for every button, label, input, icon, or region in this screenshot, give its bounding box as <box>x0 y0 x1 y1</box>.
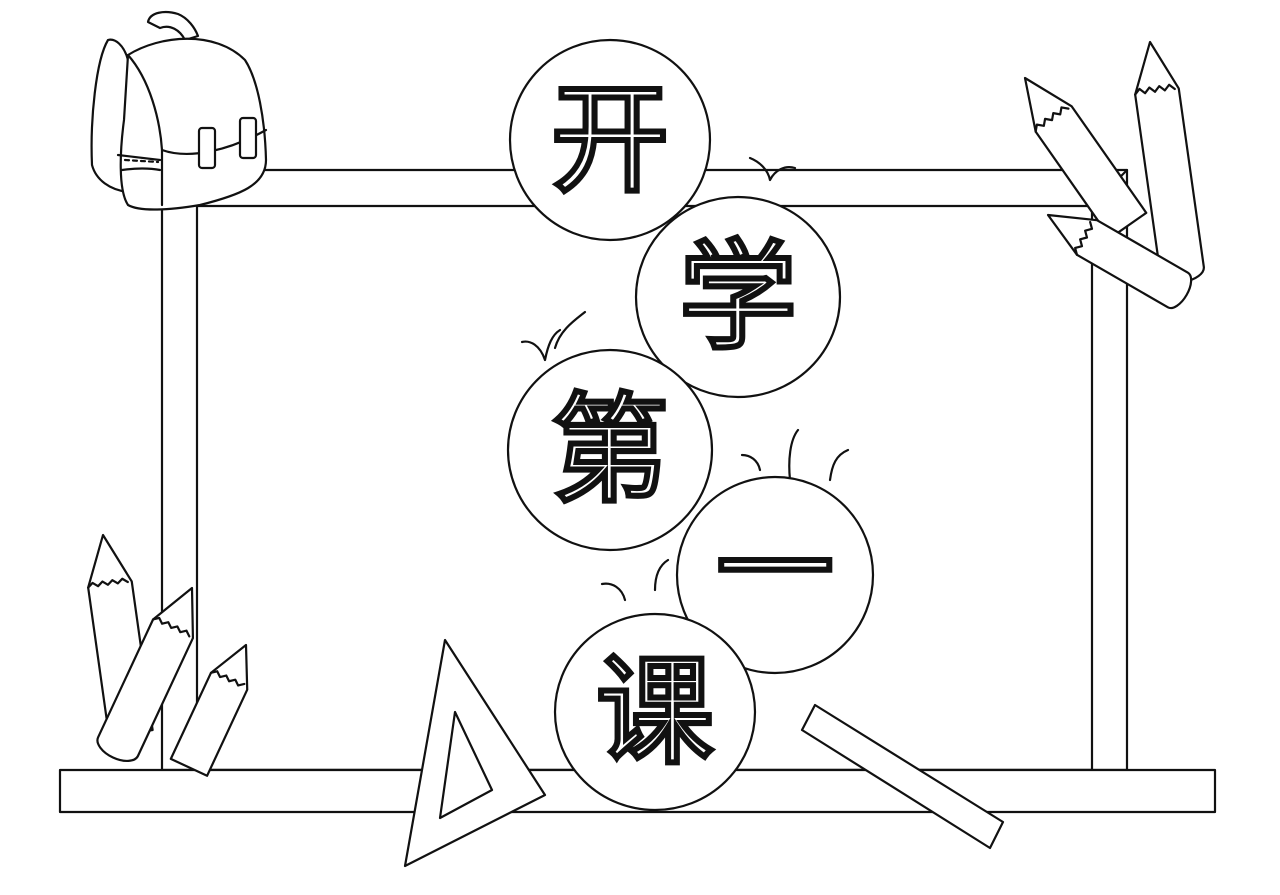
ruler-icon <box>800 703 1005 850</box>
title-circle-ke: 课 <box>553 612 757 812</box>
set-square-icon <box>403 638 547 868</box>
title-char-4: 一 <box>716 501 834 639</box>
backpack-icon <box>90 11 268 211</box>
title-circle-xue: 学 <box>634 195 842 399</box>
title-char-3: 第 <box>551 381 669 519</box>
title-char-5: 课 <box>596 643 715 781</box>
title-circle-yi: 一 <box>675 475 875 675</box>
title-char-2: 学 <box>679 228 797 366</box>
pencils-top-right-icon <box>1023 40 1205 310</box>
pencils-bottom-left-icon <box>87 533 249 777</box>
title-circle-di: 第 <box>506 348 714 552</box>
title-circle-kai: 开 <box>508 38 712 242</box>
sprout-icons <box>520 156 850 602</box>
title-char-1: 开 <box>551 71 669 209</box>
